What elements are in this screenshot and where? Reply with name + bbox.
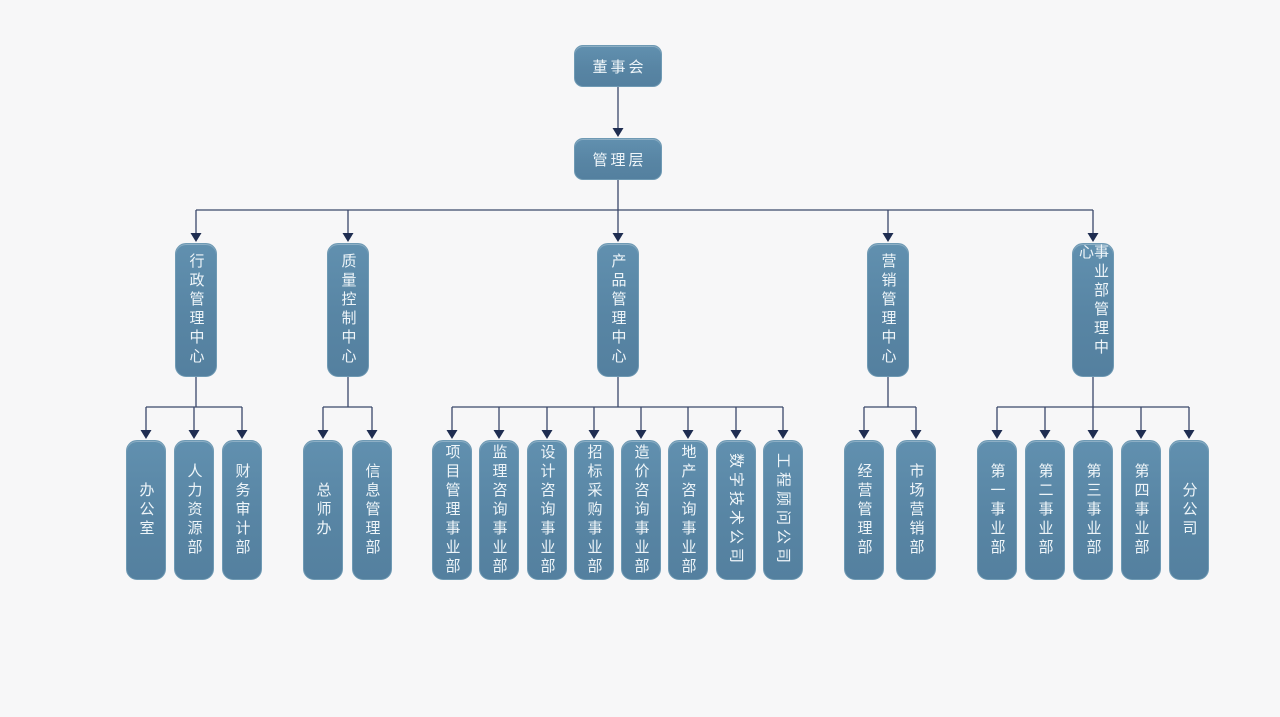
org-node-realestate-consulting: 地产咨询事业部 <box>668 440 708 580</box>
org-node-label: 人力资源部 <box>185 462 204 558</box>
org-node-hr: 人力资源部 <box>174 440 214 580</box>
org-node-label: 第二事业部 <box>1036 462 1055 558</box>
org-node-branch-quality: 质量控制中心 <box>327 243 369 377</box>
org-node-label: 总师办 <box>314 481 333 539</box>
org-node-label: 财务审计部 <box>233 462 252 558</box>
org-node-division-4: 第四事业部 <box>1121 440 1161 580</box>
org-node-label: 经营管理部 <box>855 462 874 558</box>
org-node-label: 造价咨询事业部 <box>632 443 651 577</box>
org-node-label: 产品管理中心 <box>609 253 628 367</box>
org-node-label: 工程顾问公司 <box>774 452 793 567</box>
org-node-branch-division: 事业部管理中心 <box>1072 243 1114 377</box>
org-node-branch-company: 分公司 <box>1169 440 1209 580</box>
org-node-bidding-procurement: 招标采购事业部 <box>574 440 614 580</box>
org-node-branch-marketing: 营销管理中心 <box>867 243 909 377</box>
connector-lines <box>145 87 1190 431</box>
org-node-division-3: 第三事业部 <box>1073 440 1113 580</box>
org-node-division-2: 第二事业部 <box>1025 440 1065 580</box>
org-node-label: 办公室 <box>137 481 156 539</box>
connector-arrowheads <box>140 128 1195 439</box>
org-node-label: 行政管理中心 <box>187 253 206 367</box>
org-node-branch-product: 产品管理中心 <box>597 243 639 377</box>
org-node-label: 数字技术公司 <box>727 452 746 567</box>
org-node-supervision-consulting: 监理咨询事业部 <box>479 440 519 580</box>
org-node-label: 管理层 <box>592 150 647 169</box>
org-node-label: 招标采购事业部 <box>585 443 604 577</box>
org-node-division-1: 第一事业部 <box>977 440 1017 580</box>
org-node-info-mgmt: 信息管理部 <box>352 440 392 580</box>
org-node-label: 分公司 <box>1180 481 1199 539</box>
org-node-digital-tech: 数字技术公司 <box>716 440 756 580</box>
org-node-label: 设计咨询事业部 <box>538 443 557 577</box>
org-node-label: 地产咨询事业部 <box>679 443 698 577</box>
org-node-marketing-dept: 市场营销部 <box>896 440 936 580</box>
org-node-finance-audit: 财务审计部 <box>222 440 262 580</box>
org-node-cost-consulting: 造价咨询事业部 <box>621 440 661 580</box>
org-node-label: 质量控制中心 <box>339 253 358 367</box>
org-node-label: 董事会 <box>592 57 647 76</box>
org-node-chief-engineer-office: 总师办 <box>303 440 343 580</box>
org-node-branch-admin: 行政管理中心 <box>175 243 217 377</box>
org-node-label: 市场营销部 <box>907 462 926 558</box>
org-node-label: 第三事业部 <box>1084 462 1103 558</box>
org-node-label: 营销管理中心 <box>879 253 898 367</box>
org-node-label: 信息管理部 <box>363 462 382 558</box>
org-node-office: 办公室 <box>126 440 166 580</box>
org-node-engineering-consultant: 工程顾问公司 <box>763 440 803 580</box>
org-node-board: 董事会 <box>574 45 662 87</box>
org-node-design-consulting: 设计咨询事业部 <box>527 440 567 580</box>
org-node-label: 第一事业部 <box>988 462 1007 558</box>
org-node-operations-mgmt: 经营管理部 <box>844 440 884 580</box>
org-node-management: 管理层 <box>574 138 662 180</box>
org-node-label: 第四事业部 <box>1132 462 1151 558</box>
org-node-project-mgmt: 项目管理事业部 <box>432 440 472 580</box>
org-node-label: 项目管理事业部 <box>443 443 462 577</box>
org-node-label: 事业部管理中心 <box>1077 244 1110 358</box>
org-node-label: 监理咨询事业部 <box>490 443 509 577</box>
